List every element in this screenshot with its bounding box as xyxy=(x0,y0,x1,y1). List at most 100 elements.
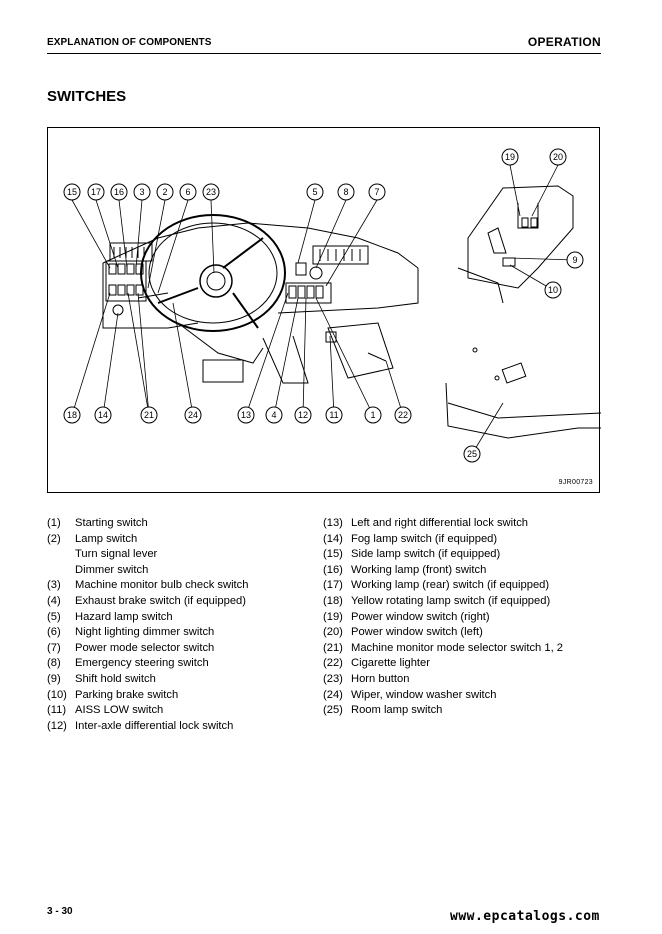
callout-25: 25 xyxy=(463,445,481,463)
legend-item: (5) Hazard lamp switch xyxy=(47,610,317,626)
legend-item-label: Exhaust brake switch (if equipped) xyxy=(75,594,247,607)
legend-item-label: Yellow rotating lamp switch (if equipped… xyxy=(351,594,551,607)
callout-number: 11 xyxy=(329,410,338,420)
legend-item: (4) Exhaust brake switch (if equipped) xyxy=(47,594,317,610)
legend-item-label: Shift hold switch xyxy=(75,672,156,685)
callout-1: 1 xyxy=(364,406,382,424)
callout-number: 19 xyxy=(505,152,515,162)
callout-number: 15 xyxy=(67,187,77,197)
legend-item-number: (10) xyxy=(47,688,67,701)
legend-item: (16) Working lamp (front) switch xyxy=(323,563,603,579)
legend-item: (21) Machine monitor mode selector switch… xyxy=(323,641,603,657)
legend-item-label: Dimmer switch xyxy=(75,563,149,576)
legend-item-label: Room lamp switch xyxy=(351,704,443,717)
callout-number: 12 xyxy=(298,410,308,420)
legend-item: (24)Wiper, window washer switch xyxy=(323,688,603,704)
legend-item: (19)Power window switch (right) xyxy=(323,610,603,626)
legend-item-label: AISS LOW switch xyxy=(75,704,164,717)
legend-item-label: Parking brake switch xyxy=(75,688,179,701)
legend-item: Dimmer switch xyxy=(47,563,317,579)
legend-item-label: Cigarette lighter xyxy=(351,657,430,670)
callout-19: 19 xyxy=(501,148,519,166)
callout-number: 5 xyxy=(312,187,317,197)
callout-9: 9 xyxy=(566,251,584,269)
legend-item: (23)Horn button xyxy=(323,672,603,688)
legend-item-label: Left and right differential lock switch xyxy=(351,517,529,529)
callout-12: 12 xyxy=(294,406,312,424)
callout-number: 24 xyxy=(188,410,198,420)
legend-item-number: (6) xyxy=(47,626,61,639)
legend-item-label: Lamp switch xyxy=(75,532,138,545)
callout-5: 5 xyxy=(306,183,324,201)
legend-item-number: (16) xyxy=(323,563,343,576)
callout-number: 6 xyxy=(185,187,190,197)
legend-item: (15)Side lamp switch (if equipped) xyxy=(323,547,603,563)
legend-item: (7) Power mode selector switch xyxy=(47,641,317,657)
legend-item-number: (17) xyxy=(323,579,343,592)
legend-item: (1)Starting switch xyxy=(47,516,317,532)
callout-3: 3 xyxy=(133,183,151,201)
legend-item-number: (3) xyxy=(47,579,61,592)
legend-item-number: (12) xyxy=(47,719,67,732)
callout-number: 8 xyxy=(343,187,348,197)
legend-item-label: Power mode selector switch xyxy=(75,641,215,654)
legend-item-label: Hazard lamp switch xyxy=(75,610,173,623)
callout-20: 20 xyxy=(549,148,567,166)
callout-15: 15 xyxy=(63,183,81,201)
callout-14: 14 xyxy=(94,406,112,424)
legend-item: (13) Left and right differential lock swi… xyxy=(323,516,603,532)
callout-number: 7 xyxy=(374,187,379,197)
callout-18: 18 xyxy=(63,406,81,424)
callout-number: 3 xyxy=(139,187,144,197)
callout-number: 14 xyxy=(98,410,108,420)
legend-item-label: Machine monitor mode selector switch 1, … xyxy=(351,641,564,654)
callout-4: 4 xyxy=(265,406,283,424)
callout-22: 22 xyxy=(394,406,412,424)
header-chapter-title: OPERATION xyxy=(527,35,601,49)
legend-item-label: Horn button xyxy=(351,672,410,685)
legend-item-number: (4) xyxy=(47,594,61,607)
page-number: 3 - 30 xyxy=(47,906,73,917)
legend-item: (10) Parking brake switch xyxy=(47,688,317,704)
callout-10: 10 xyxy=(544,281,562,299)
callout-11: 11 xyxy=(325,406,343,424)
legend-item: (25) Room lamp switch xyxy=(323,703,603,719)
legend-item-number: (13) xyxy=(323,517,343,529)
legend-right-column: (13) Left and right differential lock swi… xyxy=(323,516,603,719)
legend-item-number: (7) xyxy=(47,641,61,654)
legend-item: (18)Yellow rotating lamp switch (if equi… xyxy=(323,594,603,610)
legend-item-number: (19) xyxy=(323,610,343,623)
callout-number: 18 xyxy=(67,410,77,420)
callout-number: 23 xyxy=(206,187,216,197)
callout-21: 21 xyxy=(140,406,158,424)
callout-17: 17 xyxy=(87,183,105,201)
legend-item: (22)Cigarette lighter xyxy=(323,656,603,672)
legend-item: (17)Working lamp (rear) switch (if equip… xyxy=(323,578,603,594)
legend-item-number: (11) xyxy=(47,704,67,717)
callout-24: 24 xyxy=(184,406,202,424)
legend-item-number: (25) xyxy=(323,704,343,717)
legend-item: (20)Power window switch (left) xyxy=(323,625,603,641)
callout-number: 9 xyxy=(572,255,577,265)
callout-7: 7 xyxy=(368,183,386,201)
legend-item-number: (5) xyxy=(47,610,61,623)
legend-item-number: (21) xyxy=(323,641,343,654)
legend-item-number: (8) xyxy=(47,657,61,670)
legend-item-number: (9) xyxy=(47,672,61,685)
callout-number: 4 xyxy=(271,410,276,420)
legend-item: (9) Shift hold switch xyxy=(47,672,317,688)
legend-item: Turn signal lever xyxy=(47,547,317,563)
page-header: EXPLANATION OF COMPONENTS OPERATION xyxy=(47,35,601,54)
legend-item: (2) Lamp switch xyxy=(47,532,317,548)
legend-item-number: (15) xyxy=(323,548,343,561)
callout-number: 13 xyxy=(241,410,251,420)
callout-number: 16 xyxy=(114,187,124,197)
legend-item-label: Emergency steering switch xyxy=(75,657,209,670)
figure-code: 9JR00723 xyxy=(558,479,593,486)
legend-item-label: Working lamp (front) switch xyxy=(351,563,487,576)
callout-number: 22 xyxy=(398,410,408,420)
callout-number: 25 xyxy=(467,449,477,459)
legend-item: (14)Fog lamp switch (if equipped) xyxy=(323,532,603,548)
legend-item-number: (2) xyxy=(47,532,61,545)
